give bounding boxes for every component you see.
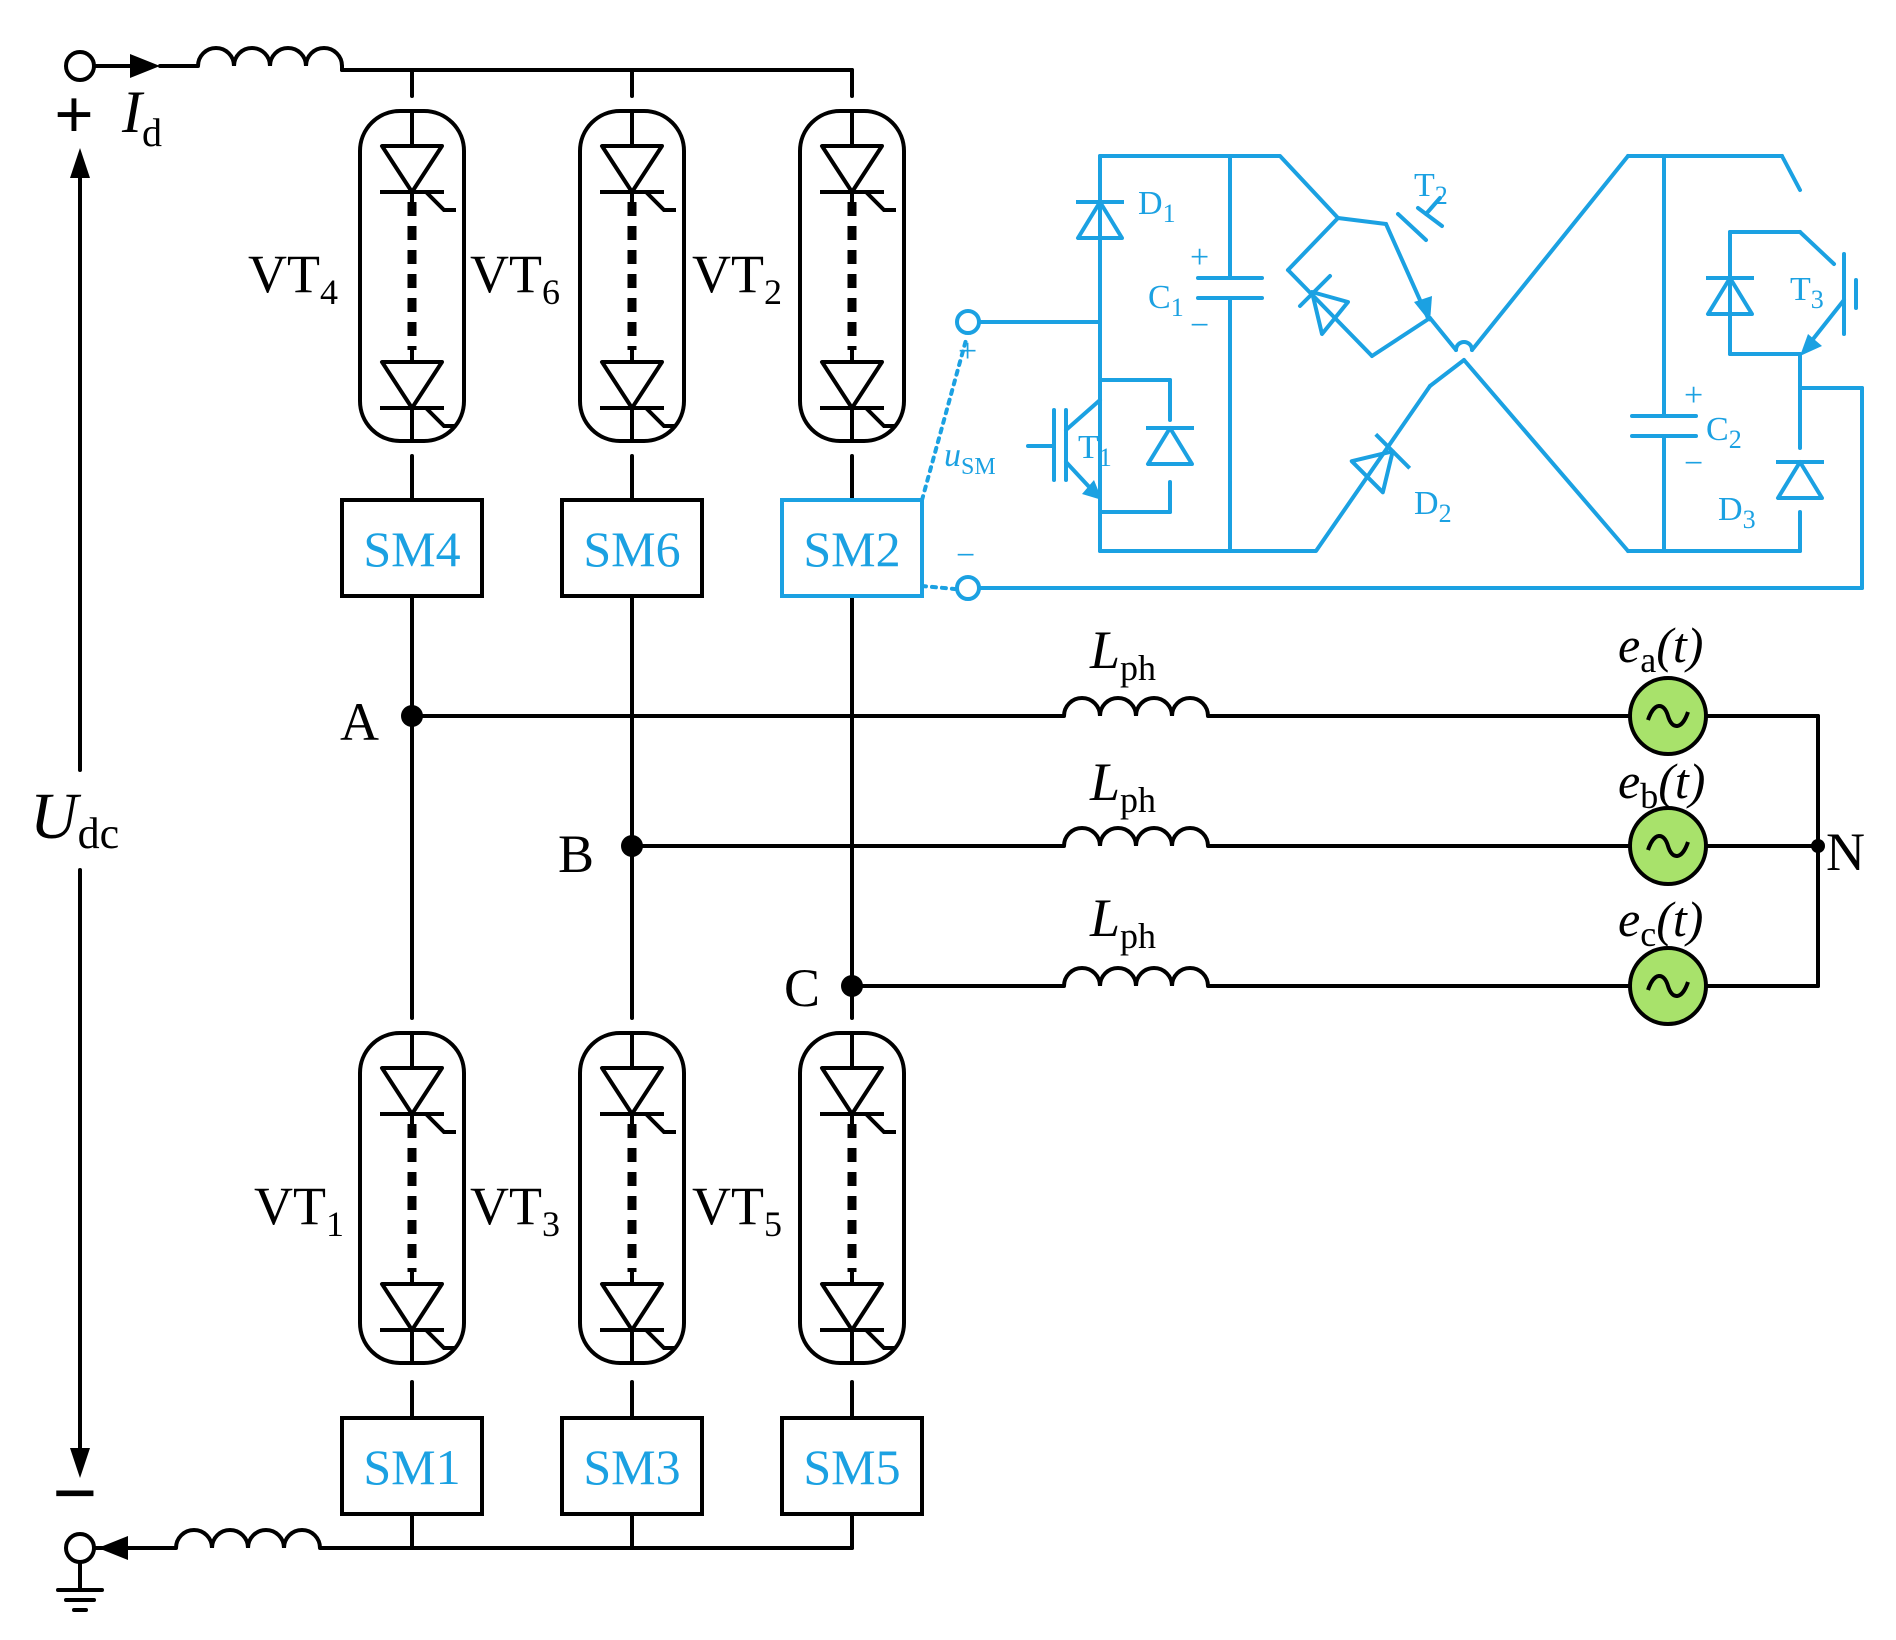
d3-label: D3 <box>1718 491 1756 534</box>
source-label-a: ea(t) <box>1618 617 1703 680</box>
ground-icon <box>56 1588 104 1612</box>
valve-vt1 <box>360 1033 464 1363</box>
sm-box-sm5: SM5 <box>780 1416 924 1516</box>
valve-vt2 <box>800 111 904 441</box>
c2-label: C2 <box>1706 411 1742 454</box>
valve-label-vt2: VT2 <box>692 244 782 312</box>
svg-text:SM5: SM5 <box>803 1439 900 1495</box>
node-b-dot <box>621 835 643 857</box>
valve-vt5 <box>800 1033 904 1363</box>
node-n-dot <box>1811 839 1825 853</box>
dc-minus-sign: − <box>52 1450 98 1538</box>
c2-plus: + <box>1684 377 1703 414</box>
ac-source-b <box>1628 806 1708 886</box>
sm-plus-sign: + <box>958 333 977 370</box>
valve-label-vt1: VT1 <box>254 1176 344 1244</box>
dc-voltage-arrow <box>70 148 90 1478</box>
inductor-label-b: Lph <box>1089 752 1156 820</box>
svg-text:SM2: SM2 <box>803 521 900 577</box>
sm-box-sm1: SM1 <box>340 1416 484 1516</box>
d1-label: D1 <box>1138 185 1176 228</box>
phase-c-line <box>850 966 1820 988</box>
valve-label-vt5: VT5 <box>692 1176 782 1244</box>
ac-source-a <box>1628 676 1708 756</box>
node-b-label: B <box>558 824 594 884</box>
c1-label: C1 <box>1148 279 1184 322</box>
svg-text:SM4: SM4 <box>363 521 460 577</box>
node-a-dot <box>401 705 423 727</box>
dc-plus-sign: + <box>54 77 94 154</box>
sm-box-sm3: SM3 <box>560 1416 704 1516</box>
valve-vt6 <box>580 111 684 441</box>
svg-text:SM1: SM1 <box>363 1439 460 1495</box>
inductor-label-c: Lph <box>1089 888 1156 956</box>
inductor-label-a: Lph <box>1089 620 1156 688</box>
node-n-label: N <box>1826 822 1865 882</box>
d2-label: D2 <box>1414 485 1452 528</box>
valve-vt4 <box>360 111 464 441</box>
submodule-detail <box>920 154 1864 601</box>
valve-label-vt6: VT6 <box>470 244 560 312</box>
dc-negative-rail <box>64 1528 854 1592</box>
phase-a-line <box>410 696 1820 718</box>
sm-box-sm2: SM2 <box>780 498 924 598</box>
t1-label: T1 <box>1078 429 1112 472</box>
c2-minus: − <box>1684 445 1703 482</box>
node-c-label: C <box>784 958 820 1018</box>
node-a-label: A <box>340 692 379 752</box>
dc-positive-rail <box>64 46 854 82</box>
valve-label-vt4: VT4 <box>248 244 338 312</box>
dc-current-label: Id <box>121 79 162 155</box>
phase-b-line <box>630 826 1820 848</box>
valve-label-vt3: VT3 <box>470 1176 560 1244</box>
source-label-c: ec(t) <box>1618 891 1703 954</box>
valve-vt3 <box>580 1033 684 1363</box>
source-label-b: eb(t) <box>1618 753 1705 816</box>
c1-minus: − <box>1190 307 1209 344</box>
svg-text:SM3: SM3 <box>583 1439 680 1495</box>
sm-box-sm4: SM4 <box>340 498 484 598</box>
sm-minus-sign: − <box>956 537 975 574</box>
dc-voltage-label: Udc <box>30 780 119 858</box>
usm-label: uSM <box>944 437 996 480</box>
t2-label: T2 <box>1414 167 1448 210</box>
ac-source-c <box>1628 946 1708 1026</box>
sm-box-sm6: SM6 <box>560 498 704 598</box>
c1-plus: + <box>1190 239 1209 276</box>
svg-text:SM6: SM6 <box>583 521 680 577</box>
node-c-dot <box>841 975 863 997</box>
t3-label: T3 <box>1790 271 1824 314</box>
